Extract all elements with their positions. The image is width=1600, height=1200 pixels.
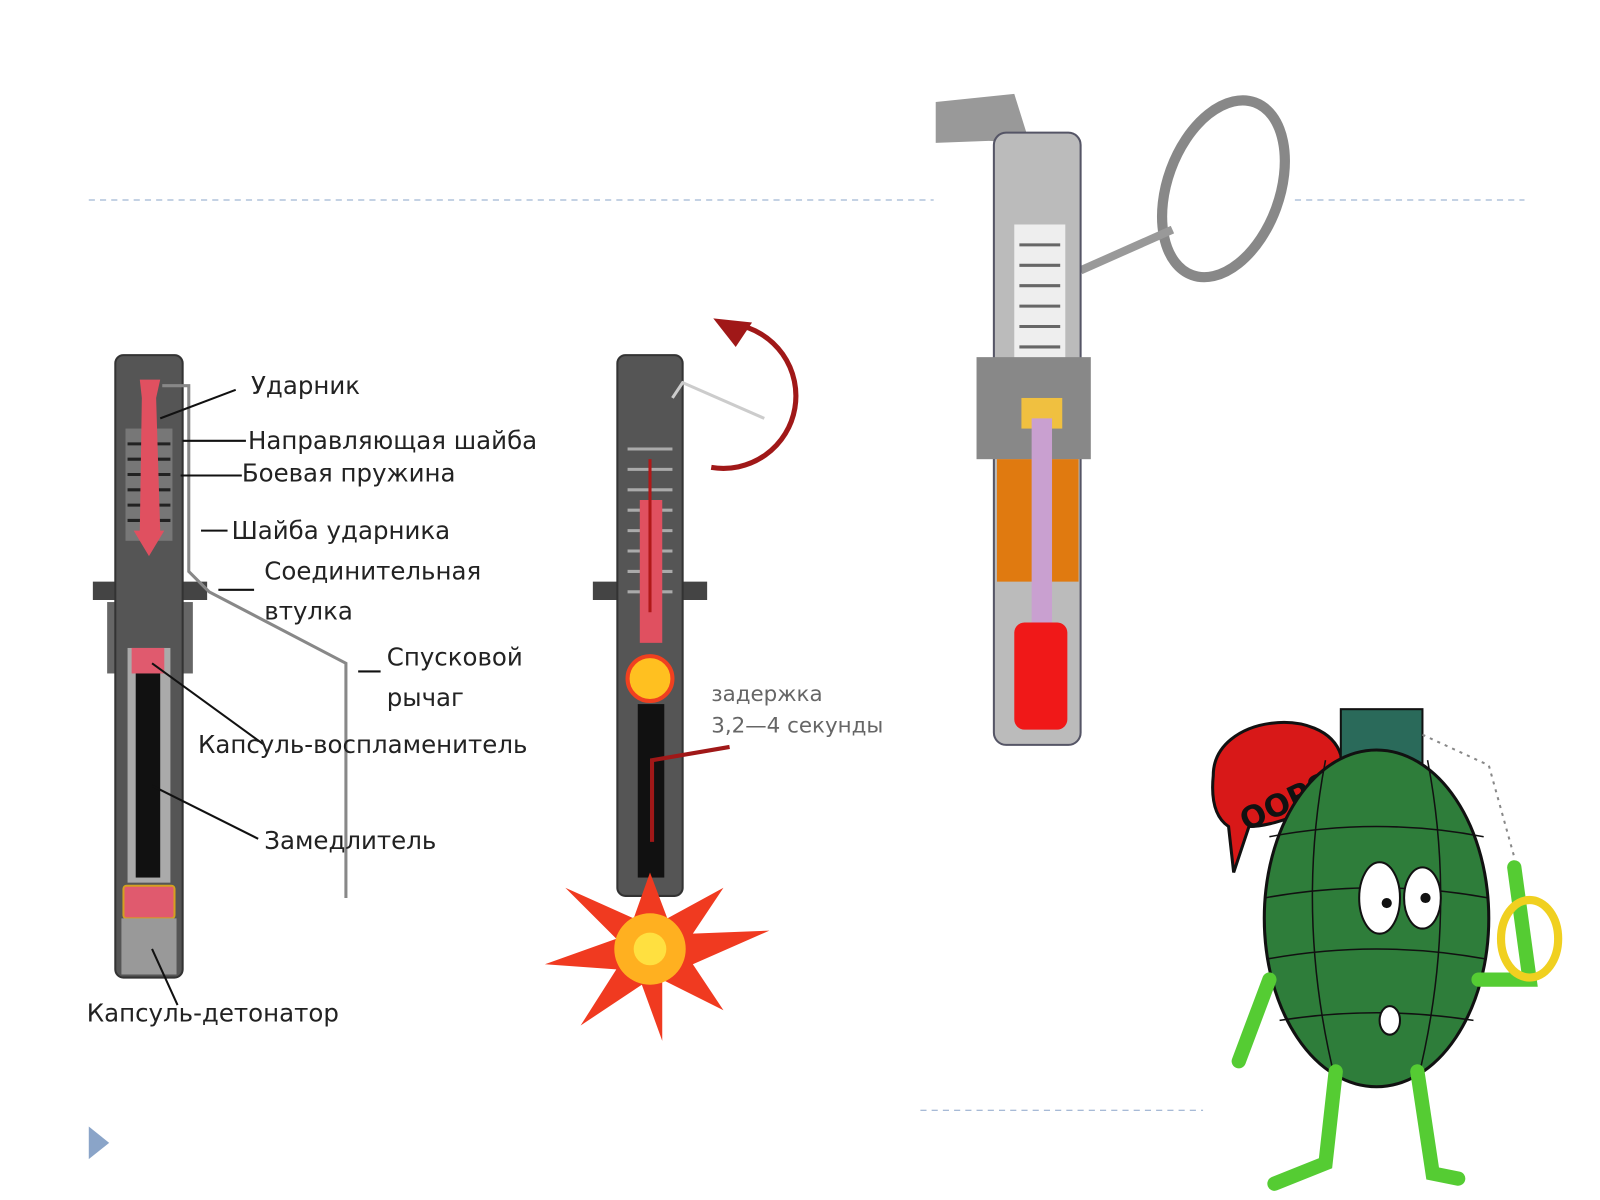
cartoon-grenade: OOPS!	[1211, 708, 1563, 1191]
label-retarder: Замедлитель	[264, 826, 436, 855]
label-guide-washer: Направляющая шайба	[248, 426, 537, 455]
label-mainspring: Боевая пружина	[242, 459, 456, 488]
label-delay: задержка	[711, 682, 822, 707]
label-primer-igniter: Капсуль-воспламенитель	[198, 730, 527, 759]
fuse-diagram-left	[92, 354, 348, 979]
label-connecting-sleeve-2: втулка	[264, 596, 353, 625]
leader-lines	[151, 388, 381, 1006]
label-striker: Ударник	[251, 371, 360, 400]
label-trigger-lever: Спусковой	[387, 642, 523, 671]
label-striker-washer: Шайба ударника	[232, 516, 451, 545]
label-trigger-lever-2: рычаг	[387, 683, 464, 712]
label-detonator: Капсуль-детонатор	[87, 998, 339, 1027]
label-delay-time: 3,2—4 секунды	[711, 714, 883, 739]
fuse-diagram-firing	[544, 318, 799, 1041]
fuse-3d-illustration	[935, 93, 1290, 746]
label-connecting-sleeve: Соединительная	[264, 557, 481, 586]
slide-bullet-icon	[88, 1126, 110, 1160]
